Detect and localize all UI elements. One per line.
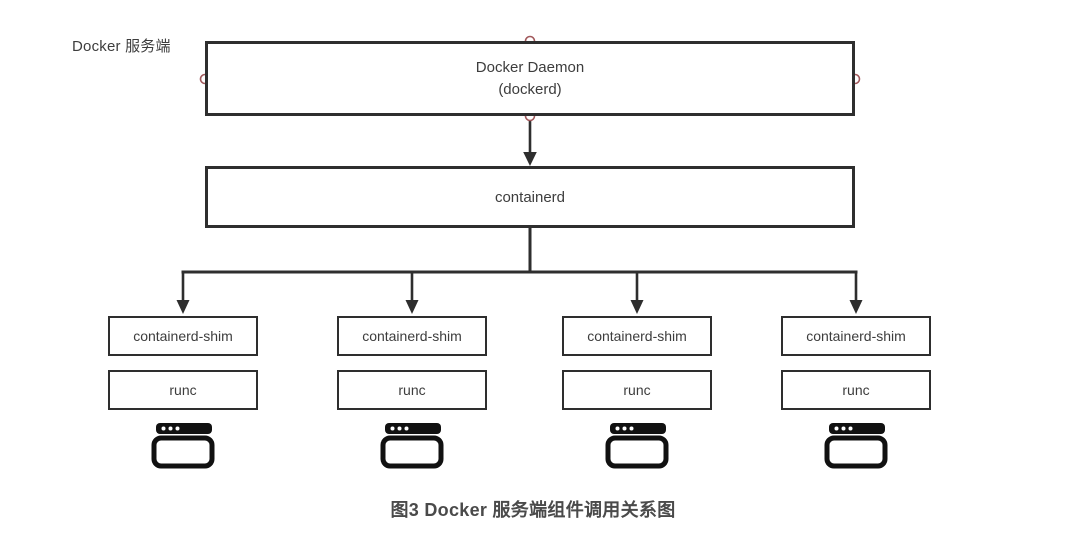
container-column-1: containerd-shim runc (108, 316, 258, 469)
node-containerd-shim-3: containerd-shim (562, 316, 712, 356)
container-column-2: containerd-shim runc (337, 316, 487, 469)
terminal-window-icon (380, 423, 444, 469)
containerd-shim-label: containerd-shim (133, 328, 233, 344)
runc-label: runc (169, 382, 197, 398)
containerd-shim-label: containerd-shim (362, 328, 462, 344)
arrowhead-shim-4 (849, 300, 863, 314)
node-containerd-shim-2: containerd-shim (337, 316, 487, 356)
terminal-window-icon (151, 423, 215, 469)
group-label-docker-server: Docker 服务端 (72, 38, 171, 55)
runc-label: runc (623, 382, 651, 398)
node-runc-3: runc (562, 370, 712, 410)
containerd-shim-label: containerd-shim (587, 328, 687, 344)
arrowhead-shim-3 (630, 300, 644, 314)
node-docker-daemon: Docker Daemon (dockerd) (205, 41, 855, 116)
node-containerd: containerd (205, 166, 855, 228)
node-runc-2: runc (337, 370, 487, 410)
arrowhead-shim-1 (176, 300, 190, 314)
docker-daemon-label: Docker Daemon (475, 58, 585, 76)
containerd-shim-label: containerd-shim (806, 328, 906, 344)
runc-label: runc (398, 382, 426, 398)
node-containerd-shim-1: containerd-shim (108, 316, 258, 356)
container-column-4: containerd-shim runc (781, 316, 931, 469)
arrowhead-shim-2 (405, 300, 419, 314)
runc-label: runc (842, 382, 870, 398)
dockerd-sublabel: (dockerd) (498, 80, 562, 98)
terminal-window-icon (824, 423, 888, 469)
container-column-3: containerd-shim runc (562, 316, 712, 469)
node-runc-1: runc (108, 370, 258, 410)
figure-caption: 图3 Docker 服务端组件调用关系图 (390, 500, 676, 520)
terminal-window-icon (605, 423, 669, 469)
arrowhead-containerd (523, 152, 537, 166)
containerd-label: containerd (494, 188, 566, 206)
node-containerd-shim-4: containerd-shim (781, 316, 931, 356)
node-runc-4: runc (781, 370, 931, 410)
